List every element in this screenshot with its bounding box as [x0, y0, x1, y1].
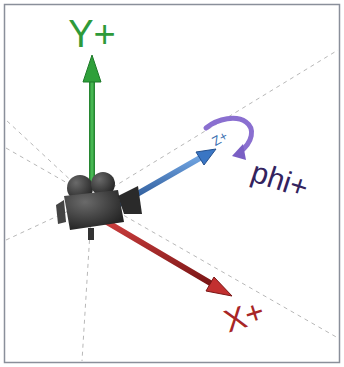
frame	[5, 5, 340, 363]
y-axis-arrow	[83, 55, 101, 190]
phi-rotation-arrow	[206, 118, 252, 160]
grid-lines	[6, 50, 338, 361]
axis-label: Y+	[68, 15, 116, 53]
camera-icon	[56, 172, 142, 240]
x-axis-arrow	[100, 218, 232, 296]
